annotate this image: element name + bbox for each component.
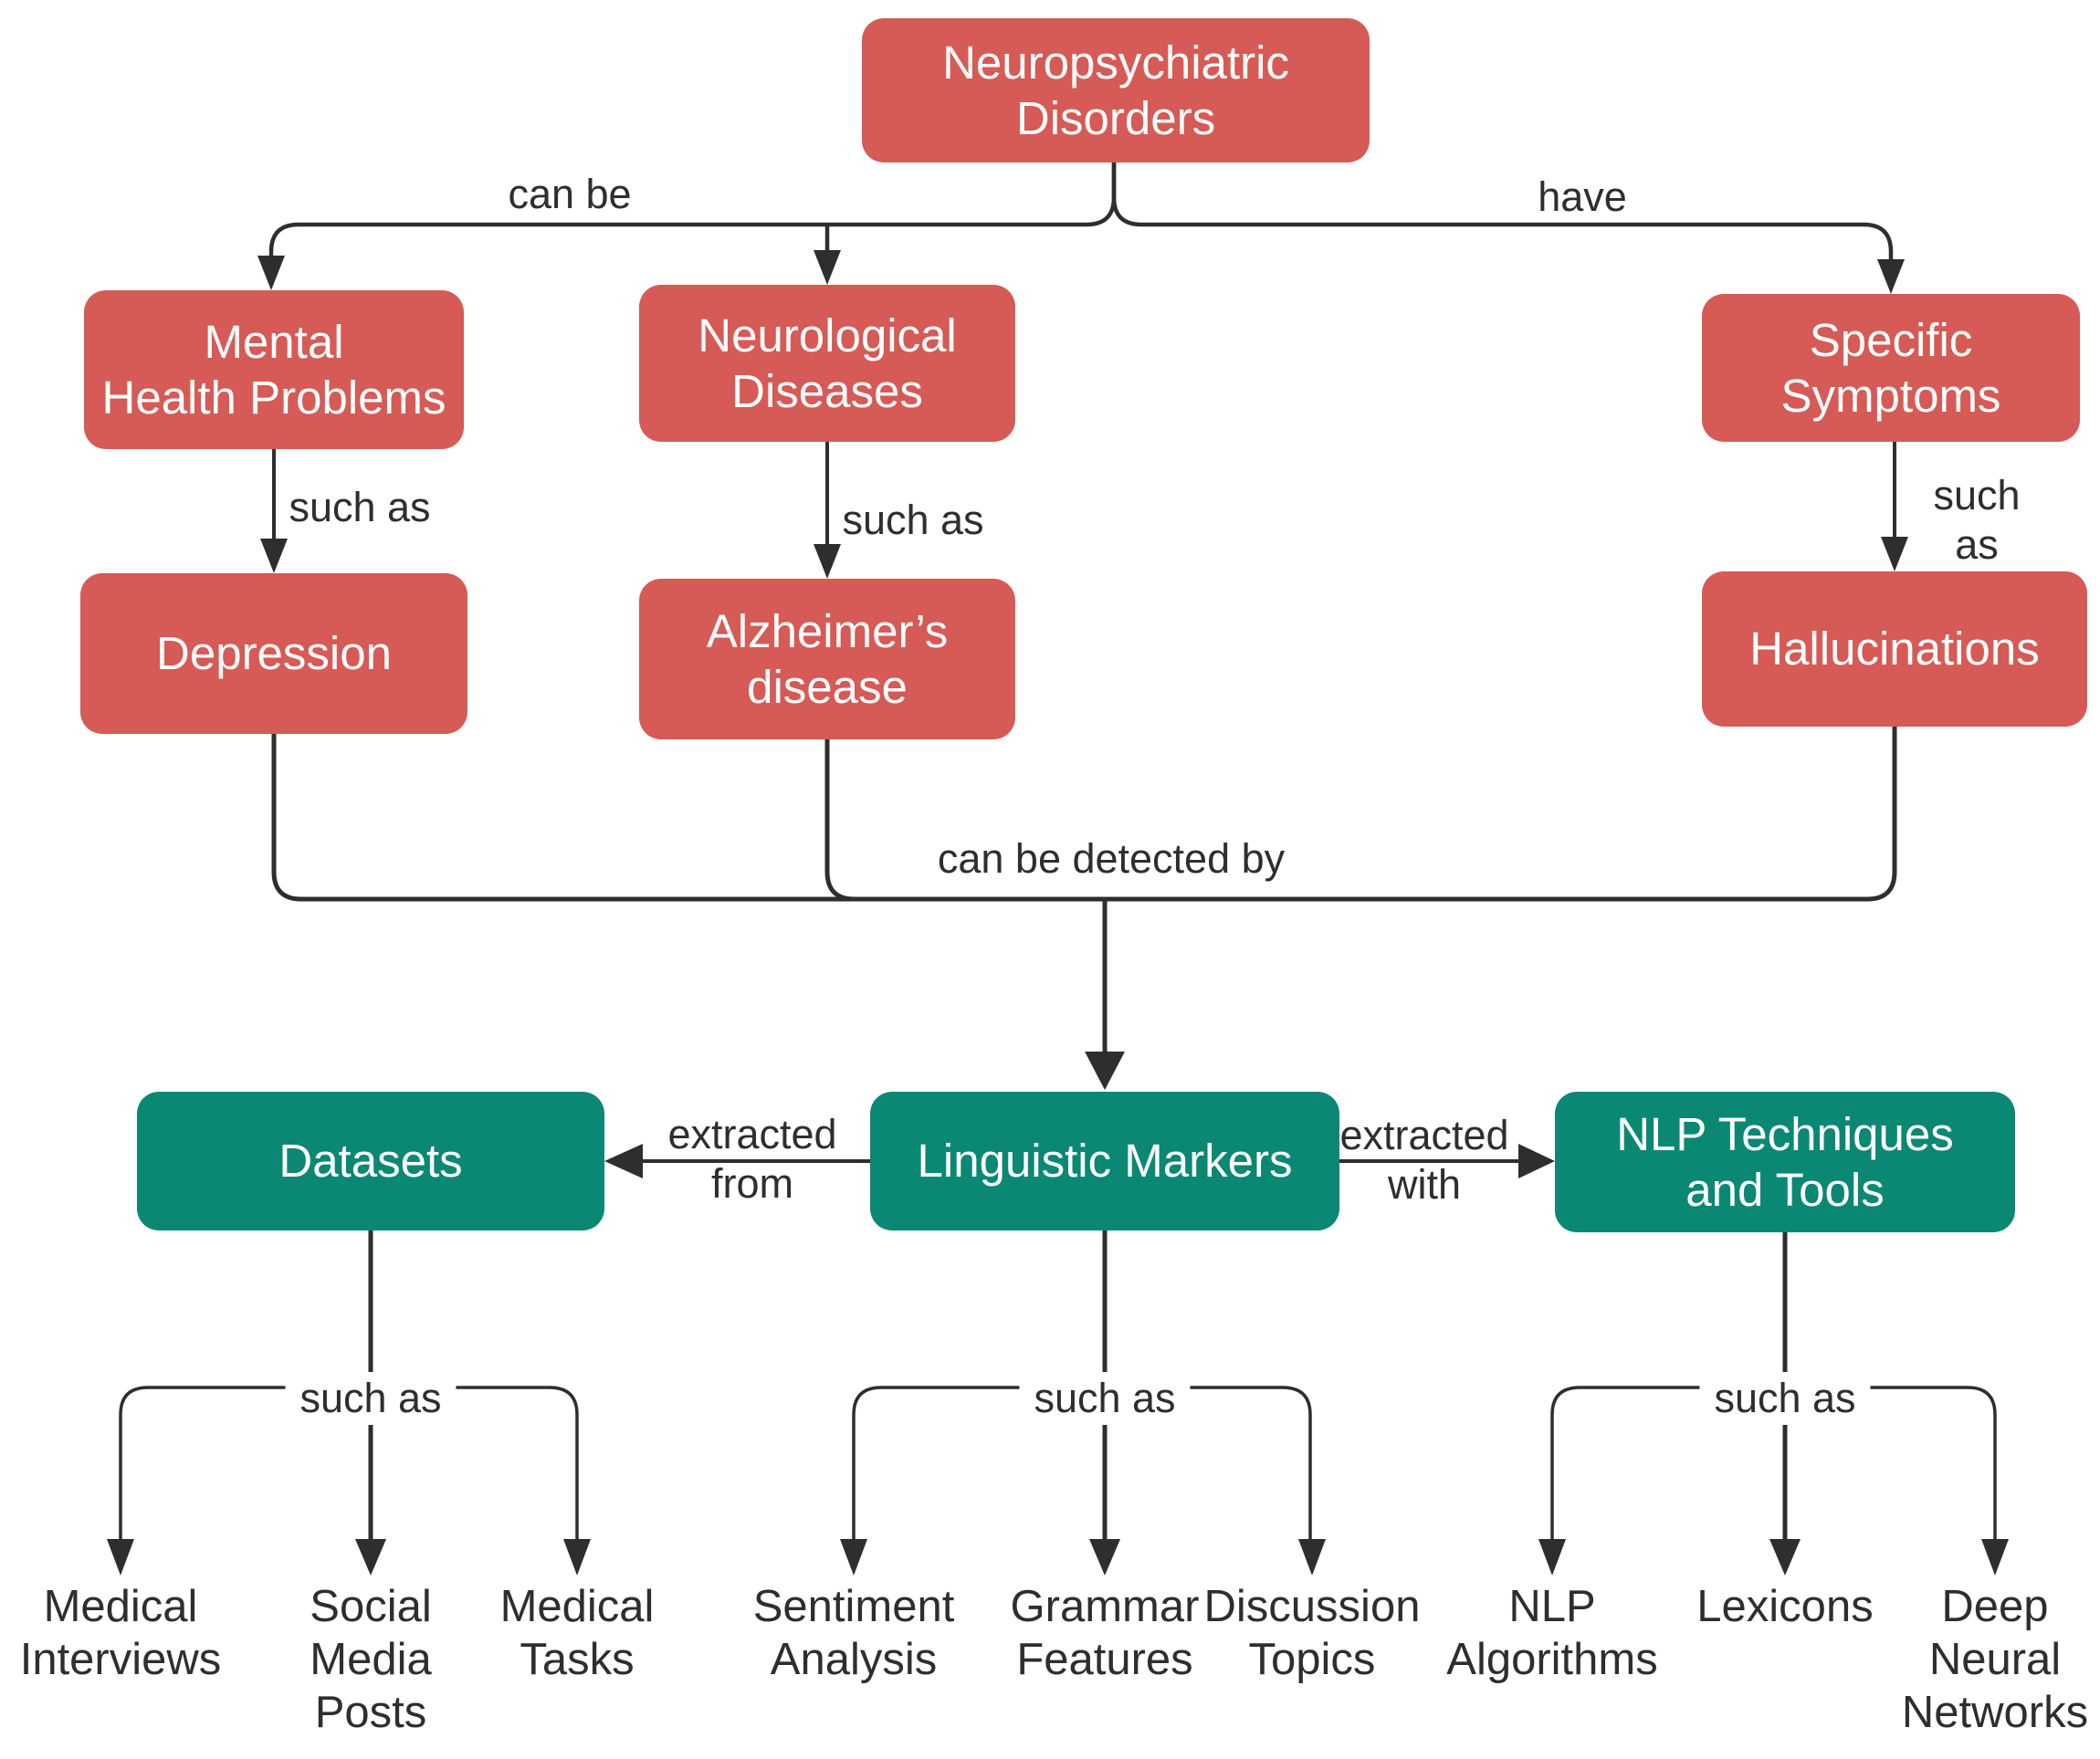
arrowhead-linguistic (1085, 1052, 1125, 1090)
edge-alzheimers-to-merge (824, 739, 1105, 902)
node-hallucinations: Hallucinations (1702, 571, 2087, 727)
edge-label-can-be: can be (508, 171, 632, 217)
edge-label-extracted-from: extracted from (667, 1111, 837, 1207)
leaf-medical-interviews: Medical Interviews (19, 1582, 222, 1684)
arrowhead-discussion-topics (1298, 1539, 1326, 1576)
node-alzheimers-disease: Alzheimer’s disease (639, 579, 1015, 739)
arrowhead-nlp (1518, 1144, 1555, 1178)
edge-label-have: have (1538, 173, 1627, 220)
node-mental-health-problems: Mental Health Problems (84, 290, 464, 449)
arrowhead-neurological (814, 250, 841, 285)
edge-label-such-as-linguistic: such as (1019, 1372, 1191, 1425)
arrowhead-hallucinations (1881, 537, 1908, 571)
edge-label-such-as-symptoms: such as (1933, 472, 2021, 568)
node-neurological-diseases: Neurological Diseases (639, 285, 1015, 442)
node-depression: Depression (80, 573, 467, 734)
leaf-social-media-posts: Social Media Posts (310, 1582, 432, 1737)
node-linguistic-markers: Linguistic Markers (870, 1092, 1339, 1230)
arrowhead-datasets (604, 1144, 643, 1178)
arrowhead-lexicons (1769, 1539, 1801, 1576)
node-neuropsychiatric-disorders: Neuropsychiatric Disorders (862, 18, 1370, 162)
edge-label-can-be-detected-by: can be detected by (937, 835, 1286, 882)
arrowhead-alzheimers (814, 544, 841, 579)
node-specific-symptoms: Specific Symptoms (1702, 294, 2080, 442)
arrowhead-symptoms (1877, 259, 1905, 294)
arrowhead-social-media-posts (355, 1539, 386, 1576)
arrowhead-grammar-features (1089, 1539, 1120, 1576)
leaf-grammar-features: Grammar Features (1010, 1582, 1200, 1684)
leaf-discussion-topics: Discussion Topics (1203, 1582, 1421, 1684)
node-nlp-techniques-and-tools: NLP Techniques and Tools (1555, 1092, 2015, 1232)
edge-root-to-symptoms (1111, 162, 1894, 259)
edge-label-such-as-neurological: such as (842, 497, 984, 543)
edge-depression-to-merge (271, 734, 1105, 902)
arrowhead-deep-neural-networks (1981, 1539, 2009, 1576)
edge-hallucinations-to-merge (1105, 727, 1897, 902)
leaf-sentiment-analysis: Sentiment Analysis (752, 1582, 955, 1684)
edge-root-to-mental (268, 162, 1117, 256)
arrowhead-medical-tasks (563, 1539, 591, 1576)
edge-label-such-as-nlp: such as (1699, 1372, 1871, 1425)
leaf-lexicons: Lexicons (1696, 1582, 1874, 1631)
arrowhead-medical-interviews (107, 1539, 134, 1576)
arrowhead-depression (260, 539, 288, 573)
leaf-medical-tasks: Medical Tasks (499, 1582, 655, 1684)
edge-label-such-as-mental: such as (289, 484, 431, 530)
edge-label-such-as-datasets: such as (285, 1372, 457, 1425)
node-datasets: Datasets (137, 1092, 604, 1230)
arrowhead-nlp-algorithms (1538, 1539, 1566, 1576)
arrowhead-mental (257, 256, 285, 290)
leaf-nlp-algorithms: NLP Algorithms (1446, 1582, 1658, 1684)
arrowhead-sentiment-analysis (840, 1539, 867, 1576)
leaf-deep-neural-networks: Deep Neural Networks (1901, 1582, 2089, 1737)
edge-label-extracted-with: extracted with (1339, 1112, 1509, 1208)
